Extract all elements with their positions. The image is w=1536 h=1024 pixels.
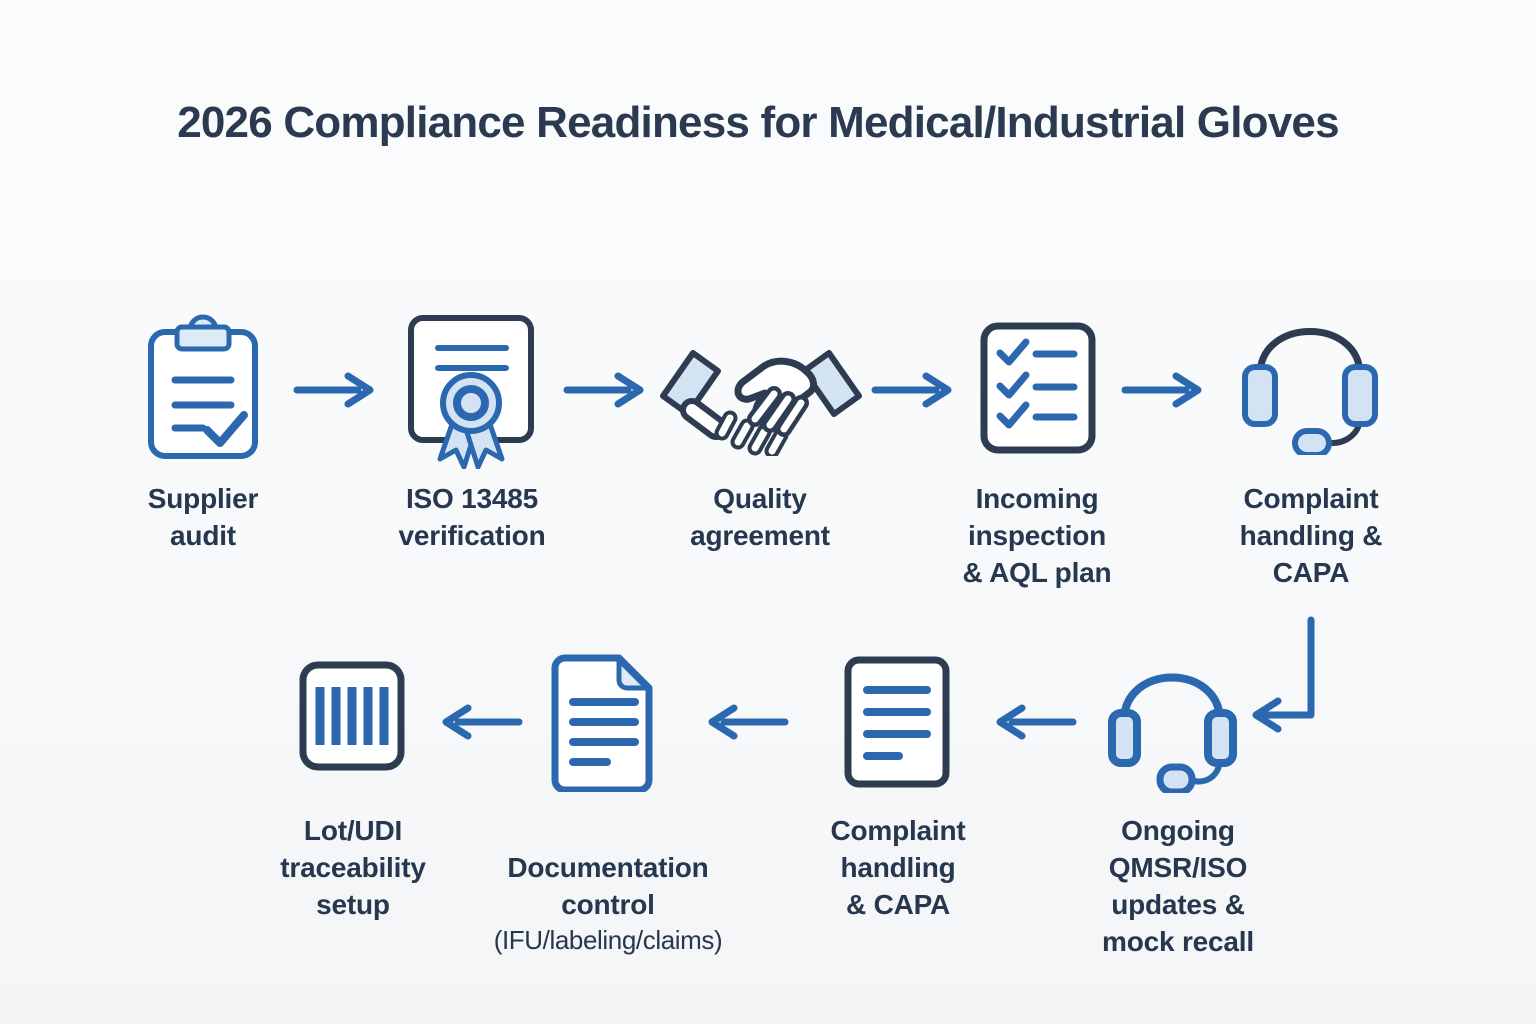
arrow-right-icon xyxy=(293,372,374,408)
step-label-main: Documentation control xyxy=(507,852,709,920)
clipboard-check-icon xyxy=(148,314,258,459)
step-label-quality-agreement: Quality agreement xyxy=(690,483,830,551)
step-label-complaint-capa-top: Complaint handling & CAPA xyxy=(1239,483,1383,588)
checklist-icon xyxy=(980,322,1096,454)
step-label-lot-udi: Lot/UDI traceability setup xyxy=(280,815,426,920)
step-label-incoming-inspection: Incoming inspection & AQL plan xyxy=(962,483,1112,588)
step-label-complaint-capa-bottom: Complaint handling & CAPA xyxy=(830,815,966,920)
headset-icon xyxy=(1242,328,1378,455)
document-icon xyxy=(844,656,950,788)
arrow-right-icon xyxy=(871,372,952,408)
arrow-left-icon xyxy=(996,704,1077,740)
barcode-icon xyxy=(299,661,405,771)
handshake-icon xyxy=(660,350,862,456)
step-label-iso-verification: ISO 13485 verification xyxy=(398,483,546,551)
certificate-icon xyxy=(408,315,534,469)
document-fold-icon xyxy=(551,654,653,792)
arrow-left-icon xyxy=(708,704,789,740)
step-label-documentation-control: Documentation control (IFU/labeling/clai… xyxy=(448,812,768,995)
arrow-right-icon xyxy=(1121,372,1202,408)
step-label-ongoing-qmsr: Ongoing QMSR/ISO updates & mock recall xyxy=(1102,815,1254,957)
arrow-down-left-icon xyxy=(1252,616,1315,733)
arrow-left-icon xyxy=(442,704,523,740)
step-label-supplier-audit: Supplier audit xyxy=(147,483,259,551)
page-title: 2026 Compliance Readiness for Medical/In… xyxy=(177,98,1339,147)
headset-icon xyxy=(1108,673,1237,793)
arrow-right-icon xyxy=(563,372,644,408)
step-label-sub: (IFU/labeling/claims) xyxy=(493,925,723,955)
